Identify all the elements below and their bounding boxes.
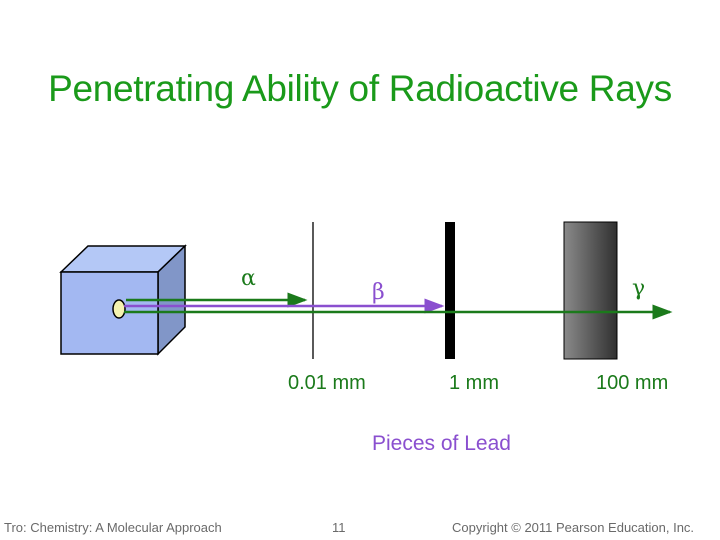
source-cube [59, 244, 187, 356]
footer-page-number: 11 [332, 520, 346, 535]
beta-label: β [372, 280, 385, 305]
footer-copyright: Copyright © 2011 Pearson Education, Inc. [452, 520, 695, 535]
pieces-of-lead-caption: Pieces of Lead [372, 432, 511, 455]
lead-piece-thick [563, 221, 618, 360]
lead-piece-medium [445, 222, 455, 359]
alpha-label: α [241, 266, 256, 291]
thickness-label-thick: 100 mm [596, 372, 669, 394]
thickness-label-medium: 1 mm [449, 372, 499, 394]
footer-book-title: Tro: Chemistry: A Molecular Approach [4, 520, 222, 535]
gamma-label: γ [632, 276, 646, 301]
source-hole-icon [112, 299, 126, 319]
slide-title: Penetrating Ability of Radioactive Rays [48, 68, 672, 109]
thickness-label-thin: 0.01 mm [288, 372, 366, 394]
